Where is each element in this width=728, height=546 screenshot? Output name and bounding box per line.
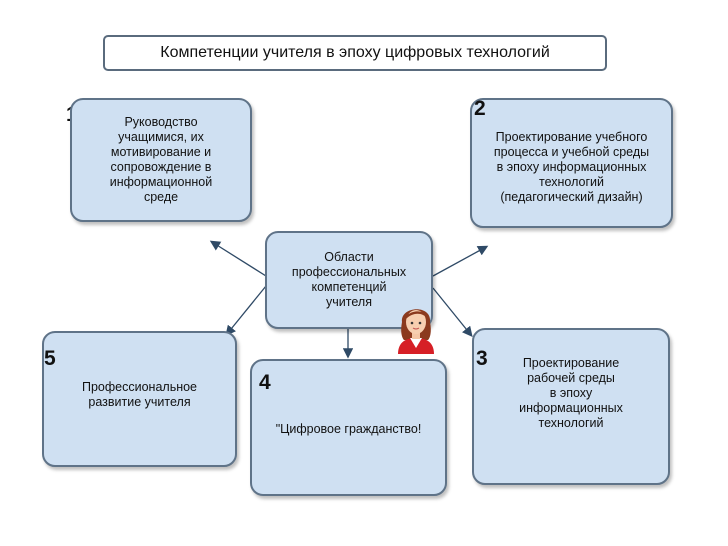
center-line: компетенций (311, 280, 387, 294)
center-line: Области (324, 250, 374, 264)
node-1-line: среде (143, 190, 179, 204)
node-1-text: Руководство учащимися, их мотивирование … (110, 115, 212, 205)
node-4-number: 4 (259, 371, 271, 394)
node-4-line: "Цифровое гражданство! (275, 422, 422, 436)
node-5-line: Профессиональное (81, 380, 198, 394)
arrow-to-node-1 (209, 240, 267, 277)
node-3-number: 3 (476, 347, 488, 370)
node-3-line: Проектирование (522, 356, 620, 370)
node-3-line: информационных (519, 401, 623, 415)
node-2-line: в эпоху информационных (496, 159, 647, 174)
node-1-student-guidance: Руководство учащимися, их мотивирование … (70, 98, 252, 222)
center-node-competence-areas: Области профессиональных компетенций учи… (265, 231, 433, 329)
node-1-line: мотивирование и (110, 145, 212, 159)
node-2-number: 2 (474, 97, 486, 120)
node-1-line: сопровождение в (110, 160, 212, 174)
node-3-line: рабочей среды (527, 371, 615, 385)
node-5-number: 5 (44, 347, 56, 370)
node-5-professional-development: Профессиональное развитие учителя (42, 331, 237, 467)
center-line: учителя (326, 295, 372, 309)
node-1-line: учащимися, их (118, 130, 204, 144)
arrow-to-node-2 (432, 245, 489, 277)
node-3-work-environment-design: Проектирование рабочей среды в эпоху инф… (472, 328, 670, 485)
node-4-text: "Цифровое гражданство! (276, 422, 422, 437)
node-4-digital-citizenship: "Цифровое гражданство! (250, 359, 447, 496)
node-2-text: Проектирование учебного процесса и учебн… (494, 130, 649, 205)
arrow-to-node-3 (432, 287, 473, 338)
node-2-line: процесса и учебной среды (493, 144, 650, 159)
diagram-title: Компетенции учителя в эпоху цифровых тех… (103, 35, 607, 71)
node-2-line: (педагогический дизайн) (500, 189, 643, 204)
node-3-line: в эпоху (549, 386, 593, 400)
node-3-line: технологий (538, 416, 604, 430)
center-line: профессиональных (291, 265, 407, 279)
node-5-line: развитие учителя (88, 395, 191, 409)
node-1-line: Руководство (124, 115, 198, 129)
node-5-text: Профессиональное развитие учителя (82, 380, 197, 410)
diagram-title-text: Компетенции учителя в эпоху цифровых тех… (160, 44, 550, 61)
node-2-line: технологий (538, 174, 604, 189)
center-node-text: Области профессиональных компетенций учи… (292, 250, 406, 310)
node-2-learning-design: Проектирование учебного процесса и учебн… (470, 98, 673, 228)
node-1-line: информационной (109, 175, 213, 189)
node-2-line: Проектирование учебного (495, 129, 648, 144)
arrow-to-node-5 (225, 285, 267, 337)
teacher-avatar-icon (398, 309, 434, 354)
node-3-text: Проектирование рабочей среды в эпоху инф… (519, 356, 623, 431)
